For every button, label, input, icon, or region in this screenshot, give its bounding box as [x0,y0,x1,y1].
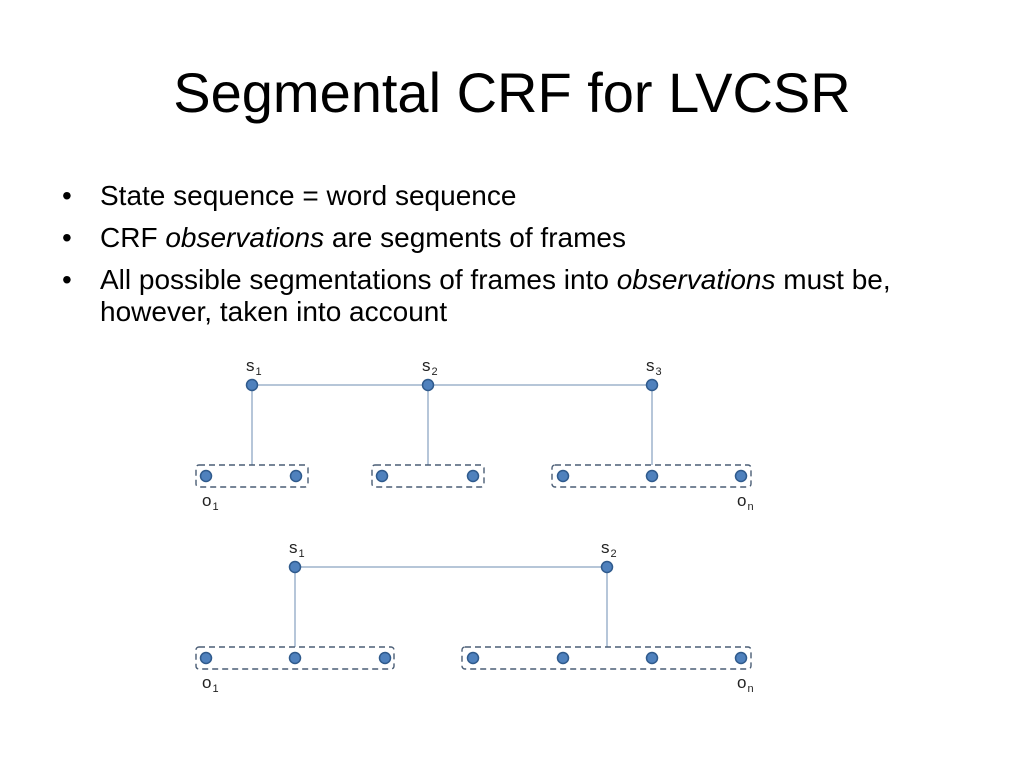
state-node [421,378,435,392]
bullet-text-italic: observations [616,264,776,295]
frame-node [288,651,302,665]
state-label: s2 [422,356,438,378]
bullet-text: CRF [100,222,166,253]
state-label: s1 [289,538,305,560]
state-label: s2 [601,538,617,560]
state-node [645,378,659,392]
frame-node [645,651,659,665]
observation-segment-box [371,464,485,488]
observation-segment-box [195,464,309,488]
bullet-text: All possible segmentations of frames int… [100,264,617,295]
bullet-text: State sequence = word sequence [100,180,517,211]
state-node [288,560,302,574]
bullet-item: • State sequence = word sequence [62,180,962,212]
bullet-glyph: • [62,264,72,295]
frame-node [466,651,480,665]
observation-label-first: o1 [202,673,219,695]
slide-title: Segmental CRF for LVCSR [173,61,851,124]
frame-node [645,469,659,483]
frame-node [734,469,748,483]
bullet-list: • State sequence = word sequence • CRF obse… [62,180,962,338]
bullet-item: • CRF observations are segments of frames [62,222,962,254]
state-label: s1 [246,356,262,378]
bullet-text: are segments of frames [324,222,626,253]
bullet-item: • All possible segmentations of frames in… [62,264,962,328]
bullet-glyph: • [62,222,72,253]
state-node [600,560,614,574]
state-node [245,378,259,392]
bullet-text: must be, however, taken into account [100,264,891,327]
observation-label-first: o1 [202,491,219,513]
frame-node [199,651,213,665]
observation-label-last: on [737,491,754,513]
frame-node [556,651,570,665]
observation-segment-box [195,646,395,670]
frame-node [466,469,480,483]
state-label: s3 [646,356,662,378]
frame-node [734,651,748,665]
observation-segment-box [551,464,752,488]
frame-node [289,469,303,483]
frame-node [556,469,570,483]
bullet-text-italic: observations [165,222,325,253]
frame-node [199,469,213,483]
frame-node [375,469,389,483]
observation-segment-box [461,646,752,670]
observation-label-last: on [737,673,754,695]
bullet-glyph: • [62,180,72,211]
frame-node [378,651,392,665]
